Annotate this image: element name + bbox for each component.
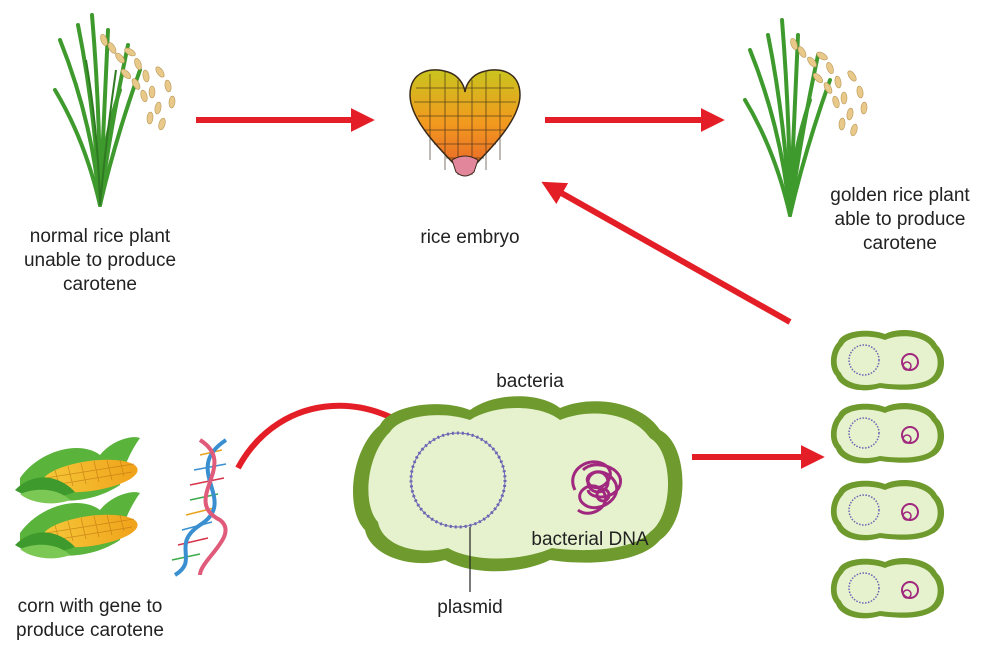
small-bacteria-cell — [830, 402, 945, 464]
arrow-cells-to-embryo — [541, 181, 792, 325]
corn-line-1: corn with gene to — [17, 596, 163, 617]
small-bacteria-cell — [830, 557, 945, 619]
corn-cob — [15, 437, 140, 504]
golden-rice-line-2: able to produce — [834, 209, 966, 230]
corn-label: corn with gene to produce carotene — [0, 595, 180, 643]
bacterial-dna-label: bacterial DNA — [531, 529, 649, 550]
golden-rice-line-1: golden rice plant — [830, 185, 970, 206]
dna-helix-icon — [171, 438, 228, 577]
rice-embryo-label: rice embryo — [420, 227, 520, 248]
corn-line-2: produce carotene — [16, 620, 164, 641]
normal-rice-line-2: unable to produce — [23, 250, 177, 271]
corn-cob — [15, 492, 140, 559]
golden-rice-plant-label: golden rice plant able to produce carote… — [800, 184, 1000, 256]
transformed-bacteria-column — [830, 329, 945, 619]
small-bacteria-cell — [830, 479, 945, 541]
bacteria-label: bacteria — [496, 371, 564, 392]
normal-rice-plant-label: normal rice plant unable to produce caro… — [0, 225, 200, 297]
golden-rice-line-3: carotene — [863, 233, 937, 254]
bacterial-dna-icon — [571, 460, 622, 515]
rice-embryo-icon — [409, 69, 521, 177]
corn-icon — [15, 437, 140, 559]
golden-rice-plant-icon — [743, 18, 868, 217]
plasmid-label: plasmid — [437, 597, 503, 618]
small-bacteria-cell — [830, 329, 945, 391]
normal-rice-plant-icon — [53, 13, 176, 207]
bacteria-cell — [353, 396, 683, 592]
normal-rice-line-1: normal rice plant — [29, 226, 171, 247]
normal-rice-line-3: carotene — [63, 274, 137, 295]
